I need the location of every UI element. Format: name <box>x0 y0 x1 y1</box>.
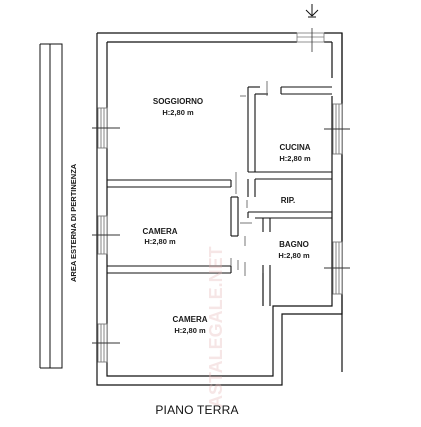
room-bagno-name: BAGNO <box>279 240 309 249</box>
window-living <box>92 107 120 149</box>
room-cucina-name: CUCINA <box>279 143 310 152</box>
exterior-area-outline <box>49 43 63 369</box>
room-labels: SOGGIORNO H:2,80 m CUCINA H:2,80 m RIP. … <box>142 97 311 335</box>
window-camera2 <box>92 323 120 363</box>
windows <box>92 103 350 363</box>
window-camera1 <box>92 215 120 255</box>
entrance-arrow-icon <box>305 4 319 18</box>
watermark: ASTALEGALE.NET <box>206 246 226 408</box>
room-bagno-height: H:2,80 m <box>278 251 310 260</box>
room-rip-name: RIP. <box>281 196 296 205</box>
room-camera1-height: H:2,80 m <box>144 237 176 246</box>
inner-wall-contour <box>106 42 333 377</box>
exterior-area-label: AREA ESTERNA DI PERTINENZA <box>69 163 78 282</box>
room-soggiorno-height: H:2,80 m <box>162 108 194 117</box>
exterior-area: AREA ESTERNA DI PERTINENZA <box>39 43 78 369</box>
room-soggiorno-name: SOGGIORNO <box>153 97 203 106</box>
window-bagno <box>324 241 350 295</box>
doors <box>230 81 268 276</box>
room-camera2-name: CAMERA <box>172 315 207 324</box>
entrance <box>296 4 325 52</box>
room-camera1-name: CAMERA <box>142 227 177 236</box>
entrance-frame <box>296 32 325 43</box>
interior-walls <box>107 86 332 306</box>
room-cucina-height: H:2,80 m <box>279 154 311 163</box>
room-camera2-height: H:2,80 m <box>174 326 206 335</box>
floor-title: PIANO TERRA <box>155 403 238 417</box>
window-kitchen <box>324 103 350 155</box>
